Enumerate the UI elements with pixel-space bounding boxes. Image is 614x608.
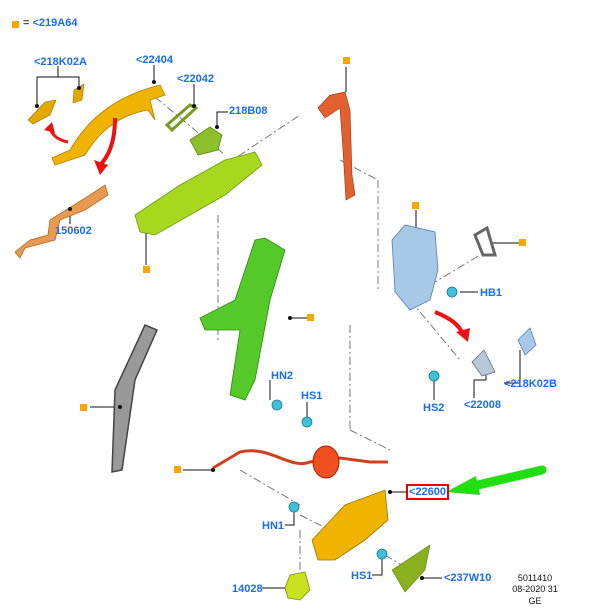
marker-square (519, 239, 526, 246)
reference-date: 08-2020 31 (512, 584, 558, 594)
reference-number: 5011410 (517, 573, 553, 583)
part-label-22008[interactable]: <22008 (464, 399, 502, 411)
assembly-lines (154, 96, 481, 575)
cable-clip (312, 445, 340, 479)
part-label-237W10[interactable]: <237W10 (444, 572, 492, 584)
part-label-HS1[interactable]: HS1 (351, 570, 373, 582)
part-label-14028[interactable]: 14028 (232, 583, 263, 595)
gasket (164, 103, 199, 133)
reinforcement (199, 237, 286, 401)
red-arrow-2-head (94, 160, 108, 175)
leader-dots (35, 80, 424, 580)
outer-handle (51, 84, 166, 166)
striker-bracket (471, 349, 496, 377)
marker-square (412, 202, 419, 209)
fasteners (271, 286, 458, 560)
legend-label[interactable]: <219A64 (32, 17, 78, 29)
cover-plate (517, 327, 537, 356)
red-arrow-2 (98, 117, 117, 167)
latch (391, 224, 439, 311)
green-arrow-shaft (473, 465, 547, 490)
green-arrow-head (446, 476, 480, 495)
legend-swatch (12, 21, 19, 28)
part-label-HS2[interactable]: HS2 (423, 402, 445, 414)
handle-cover (14, 184, 109, 259)
legend-equals: = (23, 17, 30, 29)
marker-square (143, 266, 150, 273)
part-label-HS1[interactable]: HS1 (301, 390, 323, 402)
leader-lines (36, 65, 521, 589)
switch (284, 571, 311, 601)
legend: = <219A64 (23, 17, 77, 29)
trim-cover (391, 544, 431, 593)
reference-region: GE (528, 596, 542, 606)
handle-module (189, 126, 223, 156)
part-label-HN2[interactable]: HN2 (271, 370, 294, 382)
part-label-22404[interactable]: <22404 (136, 54, 174, 66)
seal-gasket (473, 225, 498, 257)
part-label-218K02A[interactable]: <218K02A (34, 56, 87, 68)
part-label-HN1[interactable]: HN1 (262, 520, 285, 532)
marker-square (343, 57, 350, 64)
part-label-150602[interactable]: 150602 (55, 225, 92, 237)
rod-upper (317, 91, 356, 201)
bezel-clips (27, 83, 85, 125)
red-arrow-1-head (44, 122, 55, 133)
part-label-22042[interactable]: <22042 (177, 73, 215, 85)
inner-handle (311, 489, 389, 561)
marker-square (307, 314, 314, 321)
door-seal (111, 324, 158, 473)
marker-square (174, 466, 181, 473)
part-label-HB1[interactable]: HB1 (480, 287, 503, 299)
red-arrow-3-head (456, 328, 470, 342)
part-label-218K02B[interactable]: <218K02B (504, 378, 557, 390)
cable (212, 449, 388, 470)
part-label-218B08[interactable]: 218B08 (229, 105, 268, 117)
marker-square (80, 404, 87, 411)
handle-bracket (134, 151, 263, 236)
part-label-22600-highlighted[interactable]: <22600 (406, 484, 450, 500)
